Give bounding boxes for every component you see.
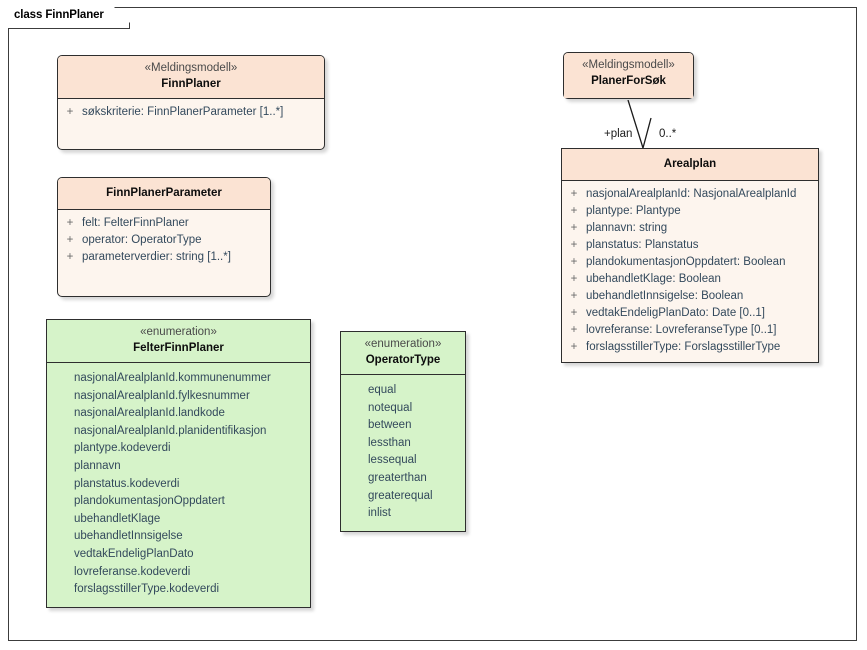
- class-header-finnplanerparameter: FinnPlanerParameter: [58, 178, 270, 210]
- enum-literal: lovreferanse.kodeverdi: [74, 565, 191, 578]
- enum-name: OperatorType: [365, 354, 441, 366]
- enum-literal: nasjonalArealplanId.planidentifikasjon: [74, 424, 267, 437]
- class-name: Arealplan: [663, 158, 717, 170]
- class-box-finnplaner[interactable]: «Meldingsmodell» FinnPlaner + søkskriter…: [57, 55, 325, 150]
- class-box-arealplan[interactable]: Arealplan + nasjonalArealplanId: Nasjona…: [561, 148, 819, 363]
- class-header-finnplaner: «Meldingsmodell» FinnPlaner: [58, 56, 324, 99]
- attribute-row: + vedtakEndeligPlanDato: Date [0..1]: [562, 305, 818, 322]
- attribute-visibility: +: [570, 188, 578, 200]
- attribute-row: + ubehandletKlage: Boolean: [562, 271, 818, 288]
- enum-literal: forslagsstillerType.kodeverdi: [74, 583, 220, 596]
- attribute-row: + plannavn: string: [562, 220, 818, 237]
- attribute-text: ubehandletInnsigelse: Boolean: [586, 290, 744, 302]
- enum-literal: lessequal: [368, 454, 417, 467]
- attribute-visibility: +: [570, 256, 578, 268]
- attribute-row: + planstatus: Planstatus: [562, 237, 818, 254]
- enum-literal: greaterthan: [368, 471, 427, 484]
- attribute-text: vedtakEndeligPlanDato: Date [0..1]: [586, 307, 766, 319]
- class-box-finnplanerparameter[interactable]: FinnPlanerParameter + felt: FelterFinnPl…: [57, 177, 271, 297]
- attribute-visibility: +: [570, 324, 578, 336]
- enum-literal: plannavn: [74, 459, 121, 472]
- enum-literal: nasjonalArealplanId.fylkesnummer: [74, 389, 250, 402]
- enum-box-felterfinnplaner[interactable]: «enumeration» FelterFinnPlaner nasjonalA…: [46, 319, 311, 608]
- enum-literal: ubehandletKlage: [74, 512, 161, 525]
- attribute-visibility: +: [570, 239, 578, 251]
- attribute-row: + plantype: Plantype: [562, 203, 818, 220]
- enum-literal: notequal: [368, 401, 413, 414]
- class-name: FinnPlanerParameter: [106, 187, 222, 199]
- enum-literals-operatortype: equal notequal between lessthan lessequa…: [341, 375, 465, 531]
- attribute-text: lovreferanse: LovreferanseType [0..1]: [586, 324, 777, 336]
- class-attributes-finnplanerparameter: + felt: FelterFinnPlaner + operator: Ope…: [58, 210, 270, 296]
- attribute-visibility: +: [570, 273, 578, 285]
- attribute-row: + forslagsstillerType: ForslagsstillerTy…: [562, 339, 818, 356]
- class-name: PlanerForSøk: [591, 75, 666, 87]
- enum-stereotype: «enumeration»: [364, 338, 442, 350]
- enum-literal: vedtakEndeligPlanDato: [74, 547, 194, 560]
- attribute-row: + søkskriterie: FinnPlanerParameter [1..…: [58, 104, 324, 121]
- attribute-visibility: +: [570, 222, 578, 234]
- attribute-visibility: +: [570, 307, 578, 319]
- enum-literal: plantype.kodeverdi: [74, 442, 171, 455]
- attribute-row: + felt: FelterFinnPlaner: [58, 215, 270, 232]
- enum-literal: between: [368, 419, 412, 432]
- enum-literals-felterfinnplaner: nasjonalArealplanId.kommunenummer nasjon…: [47, 363, 310, 607]
- class-attributes-arealplan: + nasjonalArealplanId: NasjonalArealplan…: [562, 181, 818, 362]
- enum-header-operatortype: «enumeration» OperatorType: [341, 332, 465, 375]
- attribute-text: søkskriterie: FinnPlanerParameter [1..*]: [82, 106, 284, 118]
- attribute-visibility: +: [570, 205, 578, 217]
- association-multiplicity-label: 0..*: [659, 128, 677, 140]
- attribute-row: + operator: OperatorType: [58, 232, 270, 249]
- enum-literal: nasjonalArealplanId.landkode: [74, 407, 225, 420]
- attribute-row: + nasjonalArealplanId: NasjonalArealplan…: [562, 186, 818, 203]
- class-stereotype: «Meldingsmodell»: [144, 62, 238, 74]
- attribute-text: parameterverdier: string [1..*]: [82, 251, 231, 263]
- enum-literal: lessthan: [368, 436, 411, 449]
- attribute-text: forslagsstillerType: ForslagsstillerType: [586, 341, 781, 353]
- attribute-text: operator: OperatorType: [82, 234, 202, 246]
- class-stereotype: «Meldingsmodell»: [582, 59, 675, 71]
- attribute-row: + parameterverdier: string [1..*]: [58, 249, 270, 266]
- enum-literal: planstatus.kodeverdi: [74, 477, 180, 490]
- enum-literal: equal: [368, 384, 397, 396]
- attribute-row: + plandokumentasjonOppdatert: Boolean: [562, 254, 818, 271]
- enum-name: FelterFinnPlaner: [133, 342, 224, 354]
- attribute-text: plannavn: string: [586, 222, 668, 234]
- attribute-visibility: +: [66, 106, 74, 118]
- attribute-visibility: +: [66, 234, 74, 246]
- diagram-title-label: class FinnPlaner: [14, 9, 104, 21]
- enum-box-operatortype[interactable]: «enumeration» OperatorType equal notequa…: [340, 331, 466, 532]
- association-role-label: +plan: [604, 128, 633, 140]
- enum-literal: ubehandletInnsigelse: [74, 530, 183, 543]
- enum-literal: greaterequal: [368, 489, 433, 502]
- attribute-text: plandokumentasjonOppdatert: Boolean: [586, 256, 786, 268]
- enum-header-felterfinnplaner: «enumeration» FelterFinnPlaner: [47, 320, 310, 363]
- class-box-planerforsok[interactable]: «Meldingsmodell» PlanerForSøk: [563, 52, 694, 99]
- attribute-visibility: +: [570, 341, 578, 353]
- attribute-text: plantype: Plantype: [586, 205, 681, 217]
- attribute-text: ubehandletKlage: Boolean: [586, 273, 721, 285]
- attribute-text: planstatus: Planstatus: [586, 239, 699, 251]
- diagram-title-tab-fill: [9, 8, 129, 28]
- enum-stereotype: «enumeration»: [140, 326, 217, 338]
- attribute-visibility: +: [66, 217, 74, 229]
- class-attributes-finnplaner: + søkskriterie: FinnPlanerParameter [1..…: [58, 99, 324, 149]
- class-header-arealplan: Arealplan: [562, 149, 818, 181]
- attribute-row: + lovreferanse: LovreferanseType [0..1]: [562, 322, 818, 339]
- attribute-text: felt: FelterFinnPlaner: [82, 217, 189, 229]
- class-name: FinnPlaner: [161, 78, 221, 90]
- attribute-row: + ubehandletInnsigelse: Boolean: [562, 288, 818, 305]
- enum-literal: inlist: [368, 507, 392, 520]
- enum-literal: nasjonalArealplanId.kommunenummer: [74, 372, 271, 384]
- attribute-text: nasjonalArealplanId: NasjonalArealplanId: [586, 188, 797, 200]
- attribute-visibility: +: [66, 251, 74, 263]
- enum-literal: plandokumentasjonOppdatert: [74, 495, 225, 508]
- attribute-visibility: +: [570, 290, 578, 302]
- class-header-planerforsok: «Meldingsmodell» PlanerForSøk: [564, 53, 693, 98]
